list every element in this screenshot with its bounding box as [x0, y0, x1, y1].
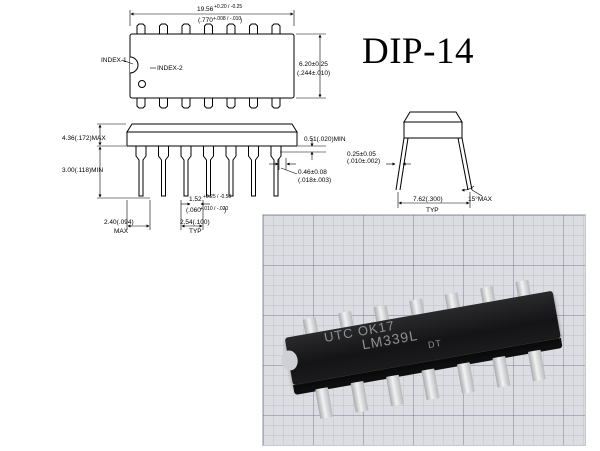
top-view-upper-pins [136, 23, 281, 34]
end-view-body [403, 121, 463, 139]
lead-thickness-label: 0.25±0.05 [347, 151, 376, 158]
lead-shoulder-inch-label: (.060 [186, 207, 201, 214]
chip-pin [385, 374, 404, 407]
top-view-pin [136, 98, 146, 109]
top-view-pin [249, 98, 258, 109]
side-view [97, 123, 326, 230]
top-view-pin [249, 23, 258, 34]
side-view-lead [135, 146, 147, 197]
overall-length-inch-tolerance: +.008 / -.010 [213, 16, 241, 22]
chip-photo: UTC OK17 LM339L DT [262, 214, 586, 446]
top-view-pin [204, 98, 213, 109]
chip-pin [492, 355, 511, 388]
lead-shoulder-inch-close: ) [224, 207, 226, 214]
pitch-note: TYP [189, 228, 202, 235]
side-view-leads [135, 146, 282, 197]
body-width-label: 6.20±0.25 [299, 61, 328, 68]
chip-pin [527, 349, 546, 382]
lead-shoulder-tolerance: +0.25 / -0.50 [203, 194, 231, 200]
overall-length-inch-close: ) [240, 17, 242, 24]
top-view-pin [271, 98, 281, 109]
end-view-body-top [403, 111, 463, 123]
top-view-pin [181, 23, 191, 34]
chip-bottom-pins [263, 215, 560, 419]
top-view-pin [271, 23, 281, 34]
side-view-body [126, 131, 298, 147]
top-view-index-dot [138, 80, 146, 88]
lead-width-inch-label: (.018±.003) [298, 177, 331, 184]
chip-pin [456, 362, 475, 394]
row-spacing-label: 7.62(.300) [413, 196, 443, 203]
chip-top-pins [263, 215, 560, 335]
lead-shoulder-inch-tolerance: +.010 / -.020 [200, 206, 228, 212]
index2-label: INDEX-2 [157, 65, 183, 72]
index1-label: INDEX-1 [101, 57, 127, 64]
chip-pin [350, 380, 369, 413]
top-view-lower-pins [136, 98, 281, 109]
end-spacing-label: 2.40(.094) [104, 219, 134, 226]
overall-length-inch-label: (.770 [198, 17, 213, 24]
side-view-lead [203, 146, 214, 197]
overall-length-tolerance: +0.20 / -0.25 [214, 4, 242, 10]
pitch-label: 2.54(.100) [180, 219, 210, 226]
top-view-notch [129, 56, 139, 74]
top-view-pin [204, 23, 213, 34]
angle-max-label: 15°MAX [468, 195, 493, 203]
top-view-pin [226, 98, 236, 109]
height-max-label: 4.36(.172)MAX [62, 135, 106, 142]
end-view [386, 111, 483, 208]
row-spacing-note: TYP [426, 207, 439, 214]
body-width-inch-label: (.244±.010) [297, 70, 330, 77]
lead-length-min-label: 3.00(.118)MIN [62, 167, 103, 174]
top-view-pin [181, 98, 191, 109]
end-spacing-note: MAX [114, 228, 129, 235]
lead-shoulder-label: 1.52 [189, 196, 202, 203]
side-view-body-top [126, 123, 298, 133]
chip-pin [315, 387, 334, 419]
top-view-pin [136, 23, 146, 34]
angle-dimension-arc [461, 185, 475, 192]
overall-length-label: 19.56 [197, 6, 214, 13]
chip-pin [421, 368, 440, 401]
side-view-lead [180, 146, 192, 197]
side-view-lead [270, 146, 282, 197]
standoff-min-label: 0.51(.020)MIN [304, 136, 346, 143]
top-view-pin [226, 23, 236, 34]
lead-thickness-inch-label: (.010±.002) [347, 158, 380, 165]
end-view-right-lead [461, 137, 473, 191]
top-view-pin [159, 23, 168, 34]
top-view-body [129, 33, 295, 99]
chip: UTC OK17 LM339L DT [263, 215, 585, 445]
end-view-left-lead [395, 137, 405, 191]
side-view-lead [158, 146, 169, 197]
package-title: DIP-14 [362, 31, 474, 72]
lead-width-label: 0.46±0.08 [298, 169, 327, 176]
top-view [121, 10, 326, 109]
side-view-lead [248, 146, 259, 197]
side-view-lead [225, 146, 237, 197]
top-view-pin [159, 98, 168, 109]
